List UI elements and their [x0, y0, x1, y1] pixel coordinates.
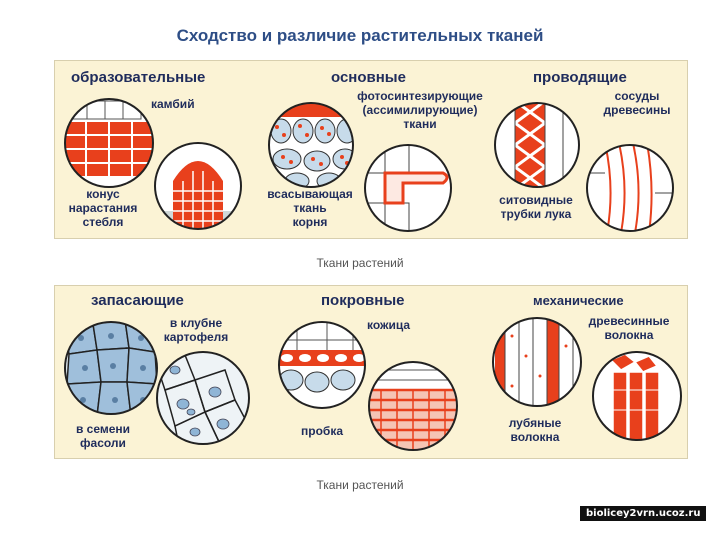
group-conducting-heading: проводящие — [533, 69, 627, 86]
wood-fibers-illustration — [592, 351, 682, 441]
label-cork: пробка — [301, 424, 343, 438]
cork-illustration — [368, 361, 458, 451]
site-watermark: biolicey2vrn.ucoz.ru — [580, 506, 707, 521]
label-photosynthetic: фотосинтезирующие(ассимилирующие)ткани — [357, 89, 483, 131]
photosynthetic-tissue-illustration — [268, 102, 354, 188]
group-covering-heading: покровные — [321, 292, 405, 309]
label-skin: кожица — [367, 318, 411, 332]
label-cambium: камбий — [151, 97, 195, 111]
cambium-tissue-illustration — [64, 98, 154, 188]
group-educational-heading: образовательные — [71, 69, 206, 86]
skin-epidermis-illustration — [278, 321, 366, 409]
bast-fibers-illustration — [492, 317, 582, 407]
group-mechanical-heading: механические — [533, 293, 624, 308]
potato-tuber-storage-illustration — [156, 351, 250, 445]
growth-cone-illustration — [154, 142, 242, 230]
caption-1: Ткани растений — [316, 256, 404, 270]
sieve-tubes-illustration — [586, 144, 674, 232]
absorbing-root-tissue-illustration — [364, 144, 452, 232]
wood-vessels-illustration — [494, 102, 580, 188]
bean-seed-storage-illustration — [64, 321, 158, 415]
group-storage-heading: запасающие — [91, 292, 184, 309]
group-basic-heading: основные — [331, 69, 406, 86]
caption-2: Ткани растений — [316, 478, 404, 492]
page-title: Сходство и различие растительных тканей — [176, 26, 544, 45]
